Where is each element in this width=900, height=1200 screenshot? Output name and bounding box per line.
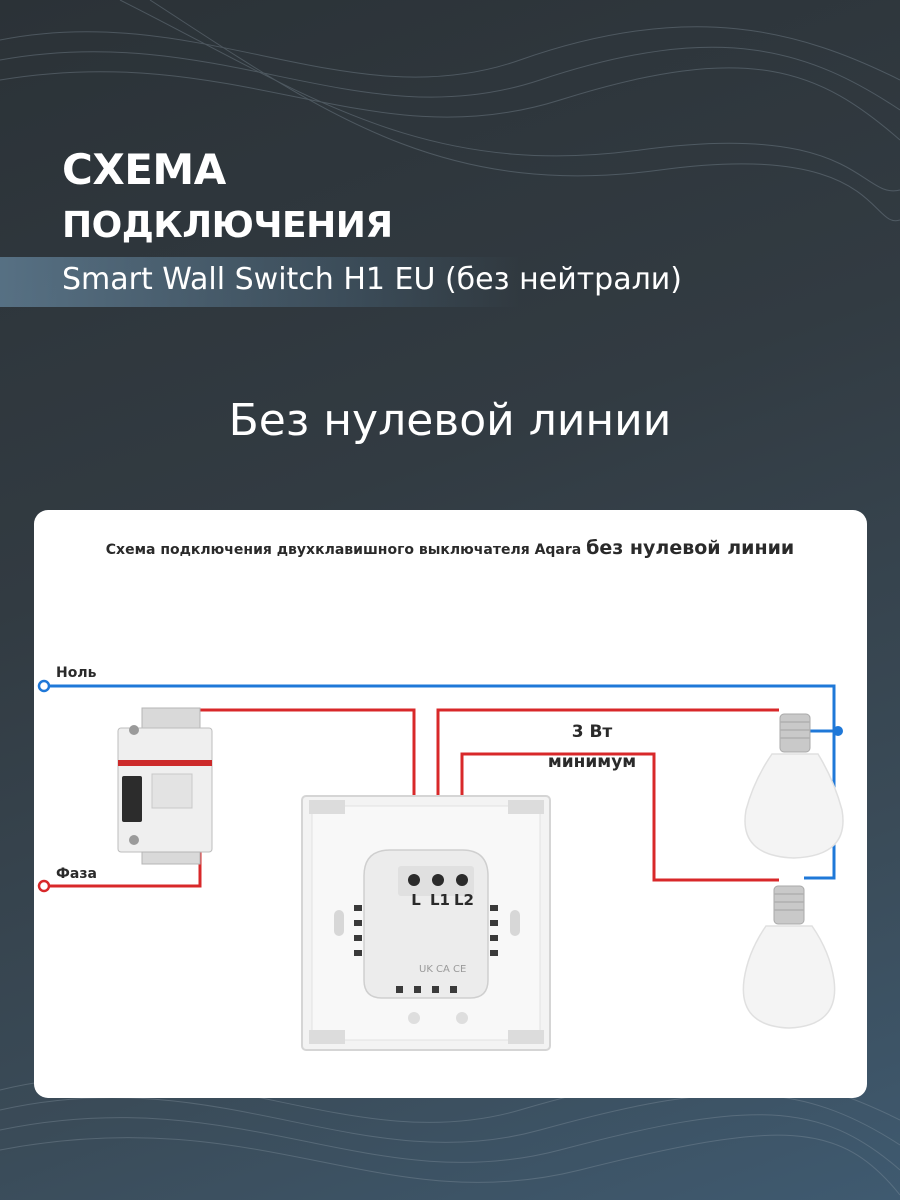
light-bulb-icon [742, 885, 836, 1029]
page-title-line2: ПОДКЛЮЧЕНИЯ [62, 205, 393, 246]
neutral-terminal-dot [37, 679, 51, 693]
terminal-label-l: L [411, 891, 421, 909]
product-subtitle: Smart Wall Switch H1 EU (без нейтрали) [62, 262, 682, 297]
label-phase: Фаза [56, 866, 97, 882]
subtitle-highlight-band [0, 257, 520, 307]
caption-bold: без нулевой линии [586, 537, 794, 559]
diagram-caption: Схема подключения двухклавишного выключа… [106, 537, 794, 559]
load-label-line1: 3 Вт [572, 722, 613, 742]
circuit-breaker [117, 707, 213, 865]
wiring-diagram-card: Схема подключения двухклавишного выключа… [34, 510, 867, 1098]
load-label-line2: минимум [548, 752, 636, 772]
phase-terminal-dot [37, 879, 51, 893]
caption-regular: Схема подключения двухклавишного выключа… [106, 542, 586, 558]
terminal-label-l2: L2 [454, 891, 474, 909]
terminal-label-l1: L1 [430, 891, 450, 909]
wiring-diagram: Схема подключения двухклавишного выключа… [37, 537, 844, 1051]
svg-text:UK CA CE: UK CA CE [419, 964, 466, 975]
neutral-junction-dot [833, 726, 843, 736]
section-heading: Без нулевой линии [228, 395, 672, 446]
label-neutral: Ноль [56, 665, 97, 681]
wall-switch: UK CA CE [301, 795, 551, 1051]
page-title-line1: СХЕМА [62, 145, 226, 194]
light-bulb-icon [744, 713, 844, 859]
